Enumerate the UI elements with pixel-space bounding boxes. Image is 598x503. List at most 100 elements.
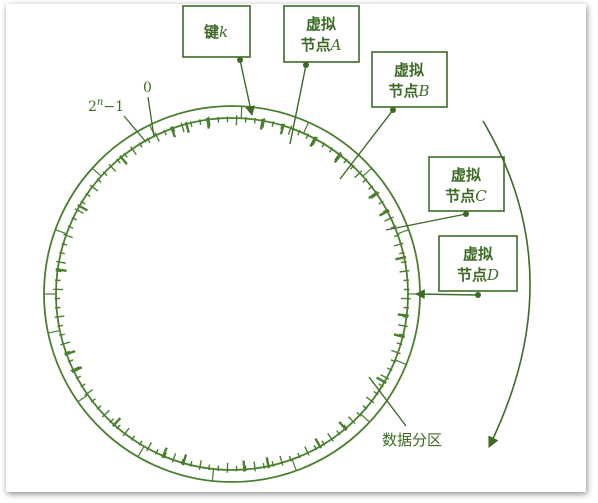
- virtual-node-b-box: [371, 51, 448, 108]
- hash-tick: [109, 418, 115, 424]
- hash-tick: [71, 216, 78, 221]
- hash-tick: [60, 341, 71, 346]
- hash-tick: [154, 448, 159, 455]
- virtual-node-c-text: 节点: [445, 187, 475, 205]
- hash-tick: [304, 446, 310, 456]
- hash-tick: [74, 208, 84, 215]
- partition-divider: [137, 446, 145, 458]
- bold-hash-ticks: [55, 117, 409, 472]
- virtual-node-c-box: [428, 156, 505, 212]
- hash-tick: [123, 152, 128, 158]
- hash-tick: [398, 324, 408, 328]
- virtual-node-a-line1: 虚拟: [306, 15, 336, 33]
- data-partition-callout: 数据分区: [368, 376, 442, 449]
- bold-hash-tick: [169, 126, 177, 138]
- key-k-variable: k: [219, 23, 228, 41]
- max-hash-label: 2n−1: [88, 97, 124, 115]
- hash-tick: [399, 333, 405, 337]
- bold-hash-tick: [395, 255, 407, 261]
- virtual-node-b-text: 节点: [388, 82, 418, 100]
- partition-divider: [394, 359, 407, 365]
- partition-dividers: [44, 106, 420, 482]
- key-k-arrow: [239, 59, 255, 116]
- hash-tick: [208, 116, 211, 127]
- hash-tick: [313, 444, 318, 451]
- hash-tick: [400, 260, 407, 264]
- hash-tick: [347, 416, 356, 425]
- virtual-node-a-line2: 节点A: [301, 36, 342, 54]
- hash-tick: [382, 208, 389, 213]
- bold-hash-tick: [378, 209, 390, 217]
- hash-tick: [393, 242, 404, 247]
- virtual-node-b-callout: 虚拟 节点B: [339, 51, 448, 180]
- hash-tick: [287, 125, 293, 135]
- hash-ring: [43, 105, 421, 483]
- partition-divider: [240, 106, 243, 119]
- hash-tick: [399, 270, 410, 273]
- bold-hash-tick: [206, 117, 210, 129]
- hash-tick: [64, 350, 71, 354]
- hash-tick: [122, 427, 130, 437]
- hash-tick: [59, 251, 65, 255]
- zero-label: 0: [143, 80, 152, 96]
- hash-tick: [208, 464, 211, 471]
- bold-hash-tick: [368, 190, 379, 200]
- bold-hash-tick: [184, 121, 190, 134]
- hash-ticks: [53, 115, 411, 473]
- virtual-node-b-variable: B: [417, 82, 429, 100]
- hash-tick: [138, 440, 143, 446]
- figure-frame: 0 2n−1 键k 虚拟 节点A 虚拟 节点B: [6, 4, 586, 492]
- virtual-node-c-line2: 节点C: [445, 187, 487, 205]
- hash-tick: [396, 342, 403, 346]
- virtual-node-c-pointer: [385, 213, 467, 231]
- partition-divider: [211, 468, 215, 482]
- hash-tick: [138, 142, 143, 148]
- key-k-box: [182, 5, 251, 58]
- ring-outer-circle: [43, 105, 421, 483]
- virtual-node-d-box: [438, 235, 518, 292]
- hash-tick: [85, 192, 91, 198]
- bold-hash-tick: [181, 454, 188, 466]
- hash-tick: [279, 455, 284, 466]
- hash-tick: [189, 121, 193, 127]
- hash-tick: [362, 405, 368, 410]
- hash-tick: [343, 424, 348, 430]
- hash-tick: [399, 251, 405, 255]
- hash-tick: [321, 440, 326, 446]
- virtual-node-c-callout: 虚拟 节点C: [385, 156, 505, 231]
- bold-hash-tick: [161, 447, 168, 459]
- virtual-node-b-line2: 节点B: [388, 82, 429, 100]
- bold-hash-tick: [112, 417, 122, 428]
- hash-tick: [180, 458, 184, 465]
- hash-tick: [262, 462, 266, 469]
- key-k-text: 键: [203, 23, 219, 41]
- max-hash-base: 2: [88, 99, 97, 115]
- virtual-node-d-line2: 节点D: [457, 266, 499, 284]
- hash-tick: [297, 129, 301, 136]
- hash-tick: [171, 453, 177, 463]
- hash-tick: [334, 151, 342, 161]
- hash-tick: [90, 398, 96, 403]
- hash-tick: [356, 411, 362, 417]
- bold-hash-tick: [397, 313, 409, 317]
- bold-hash-tick: [64, 349, 76, 357]
- partition-divider: [77, 394, 89, 403]
- hash-tick: [63, 233, 73, 239]
- bold-hash-tick: [242, 460, 246, 472]
- hash-tick: [180, 122, 185, 133]
- hash-tick: [57, 324, 64, 328]
- bold-hash-tick: [314, 438, 323, 449]
- virtual-node-b-pointer: [339, 109, 394, 180]
- hash-tick: [154, 132, 160, 142]
- partition-divider: [91, 167, 102, 177]
- hash-tick: [84, 389, 94, 396]
- hash-tick: [116, 158, 121, 164]
- hash-tick: [327, 432, 334, 442]
- hash-tick: [384, 216, 394, 222]
- hash-tick: [61, 242, 68, 246]
- virtual-node-a-callout: 虚拟 节点A: [283, 5, 360, 145]
- virtual-node-c-line1: 虚拟: [451, 166, 481, 184]
- virtual-node-d-arrow: [415, 289, 479, 300]
- max-hash-exponent: n: [97, 97, 103, 108]
- hash-tick: [59, 333, 65, 337]
